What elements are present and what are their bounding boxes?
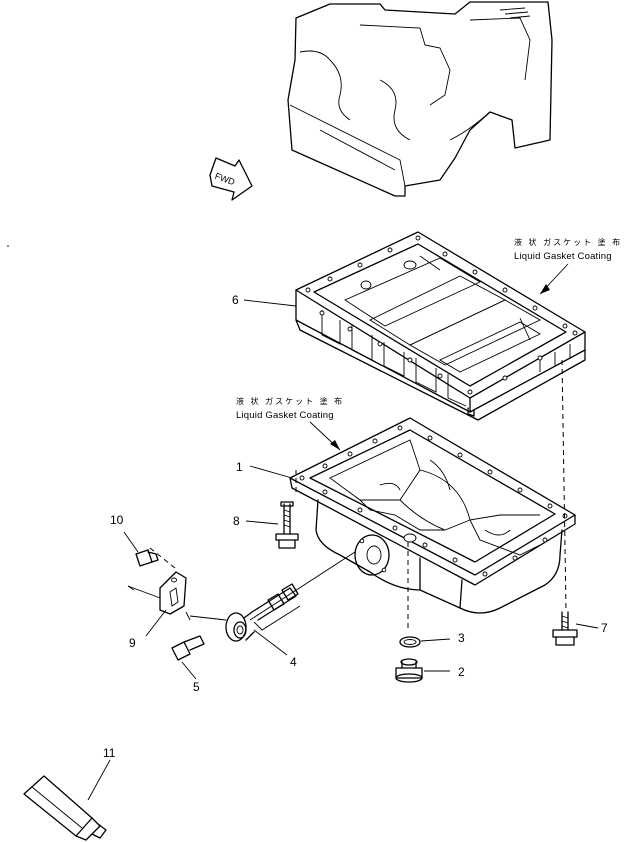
part-1-oil-pan — [289, 417, 576, 614]
leader-4 — [253, 629, 288, 656]
part-8-bolt — [275, 501, 299, 549]
part-9-bracket — [127, 571, 187, 615]
note-upper-jp: 液 状 ガスケット 塗 布 — [514, 237, 622, 247]
note-lower-en: Liquid Gasket Coating — [236, 410, 334, 421]
liquid-gasket-note-lower: 液 状 ガスケット 塗 布 Liquid Gasket Coating — [236, 396, 344, 451]
part-6-ladder-frame — [295, 231, 586, 421]
leader-11 — [87, 759, 111, 801]
callout-3: 3 — [458, 631, 465, 645]
part-3-o-ring — [399, 636, 421, 648]
part-10-bolt — [135, 549, 159, 567]
align-line-7 — [561, 359, 567, 611]
leader-6 — [243, 299, 297, 307]
callout-9: 9 — [129, 636, 136, 650]
callout-10: 10 — [110, 513, 124, 527]
callout-5: 5 — [193, 680, 200, 694]
leader-9 — [145, 609, 167, 637]
part-5-bolt — [171, 635, 205, 661]
callout-11: 11 — [103, 746, 116, 760]
callout-6: 6 — [232, 293, 239, 307]
leader-8 — [245, 520, 279, 525]
engine-block — [287, 1, 553, 197]
leader-5 — [181, 661, 197, 680]
part-4-oil-level-sensor — [185, 551, 356, 642]
note-upper-en: Liquid Gasket Coating — [514, 251, 612, 262]
leader-10 — [123, 531, 139, 553]
callout-7: 7 — [601, 621, 608, 635]
forward-direction-arrow: FWD — [209, 157, 253, 201]
part-7-bolt — [552, 611, 578, 646]
note-lower-jp: 液 状 ガスケット 塗 布 — [236, 396, 344, 406]
part-11-liquid-gasket-tube — [23, 775, 107, 841]
callout-1: 1 — [236, 460, 243, 474]
callout-2: 2 — [458, 665, 465, 679]
fwd-label: FWD — [214, 171, 237, 188]
callout-4: 4 — [290, 655, 297, 669]
leader-1 — [249, 465, 293, 479]
align-line-10 — [149, 547, 176, 569]
callout-8: 8 — [233, 514, 240, 528]
scan-dot — [7, 245, 9, 247]
part-2-drain-plug — [395, 658, 423, 683]
liquid-gasket-note-upper: 液 状 ガスケット 塗 布 Liquid Gasket Coating — [514, 237, 622, 295]
leader-7 — [575, 623, 599, 629]
leader-3 — [420, 638, 451, 642]
